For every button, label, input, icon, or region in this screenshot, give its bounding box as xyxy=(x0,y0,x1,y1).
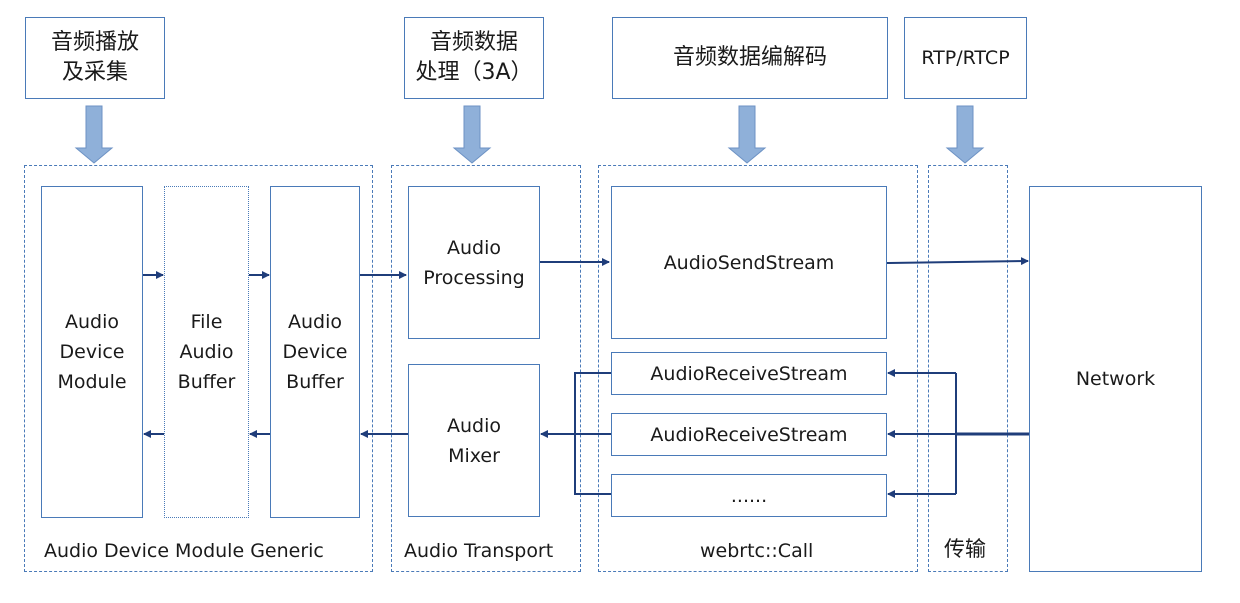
group-transport xyxy=(928,165,1008,572)
audio-receive-stream-box-1: AudioReceiveStream xyxy=(611,352,887,395)
arrow-send-to-network xyxy=(886,257,1029,266)
file-audio-buffer-box: File Audio Buffer xyxy=(164,186,249,518)
label-processing-3a: 音频数据 处理（3A） xyxy=(404,17,544,99)
audio-receive-stream-box-2: AudioReceiveStream xyxy=(611,413,887,456)
bracket-receive-streams xyxy=(574,372,611,495)
audio-mixer-box: Audio Mixer xyxy=(408,364,540,517)
block-arrows xyxy=(74,105,985,164)
more-streams-box: ...... xyxy=(611,474,887,517)
group-label-audio-transport: Audio Transport xyxy=(404,540,554,562)
label-codec: 音频数据编解码 xyxy=(612,17,888,99)
label-playback-capture: 音频播放 及采集 xyxy=(25,17,165,99)
group-label-transport: 传输 xyxy=(944,537,986,561)
audio-device-buffer-box: Audio Device Buffer xyxy=(270,186,360,518)
block-arrow-rtp xyxy=(945,105,985,164)
audio-processing-box: Audio Processing xyxy=(408,186,540,339)
group-label-adm-generic: Audio Device Module Generic xyxy=(44,540,324,562)
group-audio-transport xyxy=(391,165,581,572)
audio-send-stream-box: AudioSendStream xyxy=(611,186,887,339)
audio-device-module-box: Audio Device Module xyxy=(41,186,143,518)
block-arrow-playback xyxy=(74,105,114,164)
block-arrow-processing xyxy=(452,105,492,164)
group-webrtc-call xyxy=(598,165,918,572)
network-box: Network xyxy=(1029,186,1202,572)
block-arrow-codec xyxy=(727,105,767,164)
label-rtp-rtcp: RTP/RTCP xyxy=(904,17,1027,99)
group-adm-generic xyxy=(24,165,373,572)
group-label-webrtc-call: webrtc::Call xyxy=(700,540,814,562)
